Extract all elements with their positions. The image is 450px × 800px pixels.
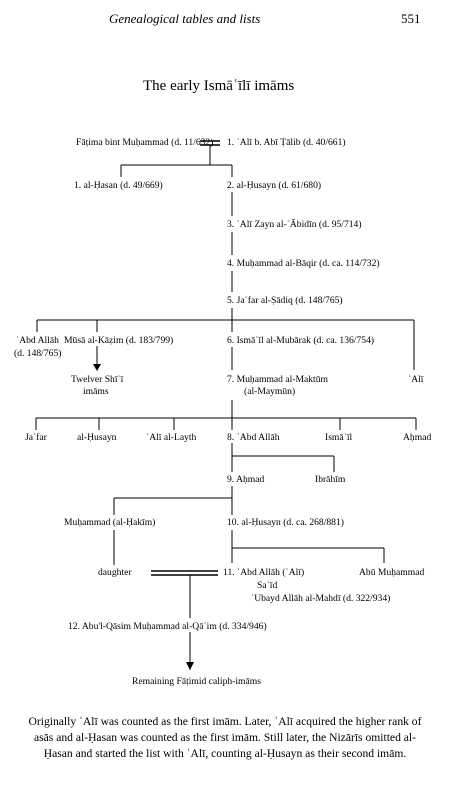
node-ismail-2: Ismāʿīl [325,432,353,443]
node-hakim: Muḥammad (al-Ḥakīm) [64,517,156,528]
node-husayn-2: al-Ḥusayn [77,432,117,443]
footnote: Originally ʿAlī was counted as the first… [28,715,422,760]
node-ibrahim: Ibrāhīm [315,474,346,485]
node-abdallah-2: 8. ʿAbd Allāh [227,432,280,443]
node-maktum-alias: (al-Maymūn) [244,386,296,397]
node-fatima: Fāṭima bint Muḥammad (d. 11/632) [76,137,214,148]
node-twelver: Twelver Shīʿī [71,374,124,385]
node-musa: Mūsā al-Kāẓim (d. 183/799) [64,335,174,346]
node-abu-muhammad: Abū Muḥammad [359,567,425,578]
node-husayn: 2. al-Ḥusayn (d. 61/680) [227,180,322,191]
node-sadiq: 5. Jaʿfar al-Ṣādiq (d. 148/765) [227,295,343,306]
node-hasan: 1. al-Ḥasan (d. 49/669) [74,180,163,191]
node-ismail: 6. Ismāʿīl al-Mubārak (d. ca. 136/754) [227,335,375,346]
node-abdallah-1-dates: (d. 148/765) [14,348,62,359]
node-baqir: 4. Muḥammad al-Bāqir (d. ca. 114/732) [227,258,380,269]
node-twelver-imams: imāms [83,386,109,397]
node-ahmad-2: Aḥmad [403,432,432,443]
node-husayn-10: 10. al-Ḥusayn (d. ca. 268/881) [227,517,344,528]
node-maktum: 7. Muḥammad al-Maktūm [227,374,328,385]
node-abdallah-1: ʿAbd Allāh [16,335,59,346]
node-qaim: 12. Abu'l-Qāsim Muḥammad al-Qāʾim (d. 33… [68,621,267,632]
running-title: Genealogical tables and lists [109,11,261,26]
node-ahmad-9: 9. Aḥmad [227,474,265,485]
chart-title: The early Ismāʿīlī imāms [143,78,295,94]
node-abdallah-11-said: Saʿīd [257,580,278,591]
node-ali-2: ʿAlī [408,374,424,385]
node-jafar: Jaʿfar [25,432,47,443]
node-zayn: 3. ʿAlī Zayn al-ʿĀbidīn (d. 95/714) [227,219,362,230]
node-ali: 1. ʿAlī b. Abī Ṭālib (d. 40/661) [227,137,346,148]
node-abdallah-11: 11. ʿAbd Allāh (ʿAlī) [223,567,305,578]
node-daughter: daughter [98,567,132,578]
node-remaining: Remaining Fāṭimid caliph-imāms [132,676,261,687]
page-number: 551 [401,11,421,26]
node-abdallah-11-mahdi: ʿUbayd Allāh al-Mahdī (d. 322/934) [251,593,391,604]
node-ali-al-layth: ʿAlī al-Layth [146,432,197,443]
